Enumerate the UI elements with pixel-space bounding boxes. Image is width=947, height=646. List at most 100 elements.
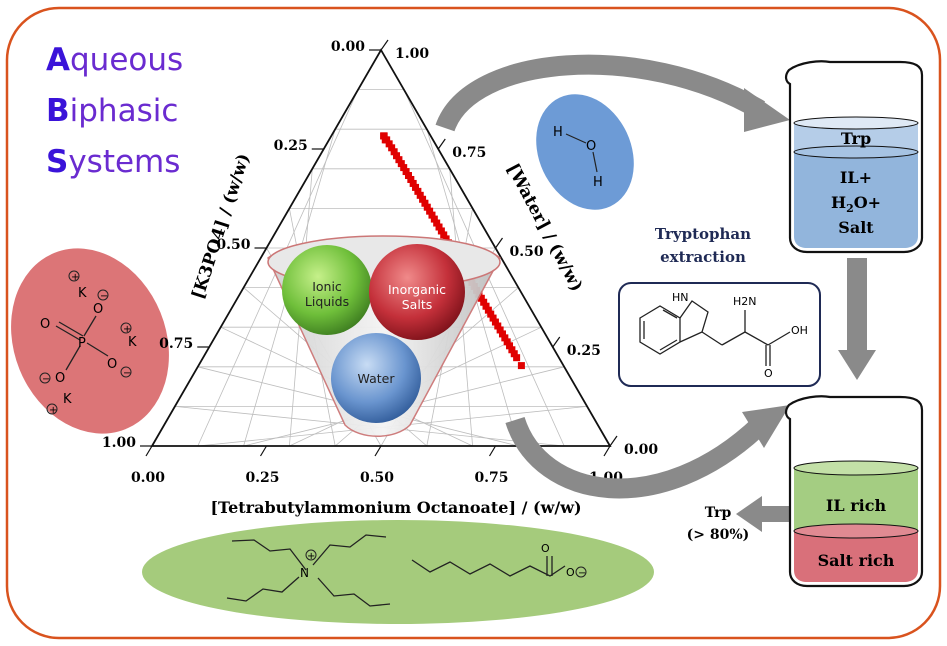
k3po4-molecule: P O O O O K K K + − + − − + — [11, 248, 169, 434]
right-tick — [437, 138, 446, 150]
binodal-point — [430, 215, 438, 223]
title: Aqueous Biphasic Systems — [46, 42, 183, 180]
trp-oh: OH — [791, 324, 808, 337]
binodal-point — [407, 175, 415, 183]
water-molecule: H O H — [536, 94, 634, 210]
bottom-axis-label: [Tetrabutylammonium Octanoate] / (w/w) — [210, 498, 581, 517]
bottom-tick-label: 0.50 — [360, 470, 394, 486]
binodal-point — [513, 354, 521, 362]
left-tick-label: 0.00 — [331, 39, 365, 55]
binodal-point — [498, 330, 506, 338]
binodal-point — [506, 342, 514, 350]
binodal-point — [503, 338, 511, 346]
bottom-tick — [488, 445, 497, 457]
binodal-point — [395, 156, 403, 164]
right-tick — [609, 435, 618, 447]
venn-ionic: Ionic — [312, 279, 342, 294]
binodal-point — [421, 199, 429, 207]
title-rest-1: queous — [70, 42, 183, 78]
binodal-point — [494, 322, 502, 330]
tbao-molecule: N + O O − — [142, 520, 654, 624]
right-tick-label: 1.00 — [395, 46, 429, 62]
title-initial-b: B — [46, 93, 70, 129]
binodal-point — [477, 294, 485, 302]
venn-water: Water — [358, 371, 396, 386]
bottom-tick — [603, 445, 611, 457]
o-atom-1: O — [40, 317, 50, 332]
bottom-tick-label: 0.00 — [131, 470, 165, 486]
binodal-point — [380, 132, 388, 140]
k-charge-2: + — [123, 324, 131, 335]
p-atom: P — [78, 336, 86, 351]
binodal-point — [508, 346, 516, 354]
title-rest-3: ystems — [68, 144, 180, 180]
binodal-point — [510, 350, 518, 358]
binodal-point — [383, 136, 391, 144]
venn-liquids: Liquids — [305, 294, 349, 309]
o-atom-2: O — [93, 302, 103, 317]
water-h1: H — [553, 125, 563, 140]
left-tick-label: 1.00 — [102, 435, 136, 451]
k-charge-3: + — [49, 405, 57, 416]
k-charge-1: + — [71, 272, 79, 283]
process-arrows — [435, 54, 876, 532]
k-atom-2: K — [128, 335, 137, 350]
binodal-point — [428, 211, 436, 219]
beaker-top-line2: H2O+ — [831, 193, 881, 215]
title-initial-s: S — [46, 144, 68, 180]
k-atom-1: K — [78, 286, 87, 301]
svg-text:Aqueous: Aqueous — [46, 42, 183, 78]
o-atom-3: O — [107, 357, 117, 372]
tbao-o1: O — [541, 542, 550, 555]
tbao-n-charge: + — [307, 551, 315, 562]
tbao-o-charge: − — [578, 568, 586, 579]
o-charge-2: − — [123, 368, 131, 379]
binodal-point — [404, 172, 412, 180]
right-tick — [380, 39, 389, 51]
tryptophan-structure: HN H2N OH O — [618, 282, 821, 387]
k-atom-3: K — [63, 392, 72, 407]
binodal-point — [423, 203, 431, 211]
venn-inorganic: Inorganic — [388, 282, 446, 297]
o-atom-4: O — [55, 371, 65, 386]
trp-o: O — [764, 367, 773, 380]
tbao-n: N — [300, 566, 309, 580]
binodal-point — [484, 306, 492, 314]
tbao-o2: O — [566, 566, 575, 579]
binodal-point — [440, 231, 448, 239]
binodal-point — [414, 187, 422, 195]
binodal-point — [433, 219, 441, 227]
title-initial-a: A — [46, 42, 70, 78]
bottom-tick — [374, 445, 382, 457]
binodal-point — [435, 223, 443, 231]
left-tick-label: 0.25 — [274, 138, 308, 154]
trp-nh: HN — [672, 291, 689, 304]
binodal-point — [437, 227, 445, 235]
recovery-trp: Trp — [705, 505, 732, 521]
beaker-bottom: IL rich Salt rich — [784, 395, 924, 588]
bottom-tick-label: 0.75 — [474, 470, 508, 486]
binodal-point — [416, 191, 424, 199]
binodal-point — [501, 334, 509, 342]
binodal-point — [397, 160, 405, 168]
left-axis-label: [K3PO4] / (w/w) — [188, 151, 254, 301]
binodal-point — [496, 326, 504, 334]
left-tick-label: 0.50 — [216, 237, 250, 253]
bottom-tick-label: 0.25 — [245, 470, 279, 486]
venn-funnel: Ionic Liquids Inorganic Salts Water — [267, 235, 501, 437]
svg-text:Systems: Systems — [46, 144, 180, 180]
left-tick-label: 0.75 — [159, 336, 193, 352]
right-tick-label: 0.25 — [567, 343, 601, 359]
binodal-point — [393, 152, 401, 160]
outer-frame — [5, 6, 942, 640]
water-ball — [331, 333, 421, 423]
right-tick — [552, 336, 561, 348]
binodal-point — [388, 144, 396, 152]
title-rest-2: iphasic — [70, 93, 179, 129]
right-tick-label: 0.50 — [510, 244, 544, 260]
binodal-point — [480, 298, 488, 306]
binodal-point — [412, 183, 420, 191]
venn-salts: Salts — [402, 297, 432, 312]
right-tick-label: 0.00 — [624, 442, 658, 458]
binodal-point — [390, 148, 398, 156]
